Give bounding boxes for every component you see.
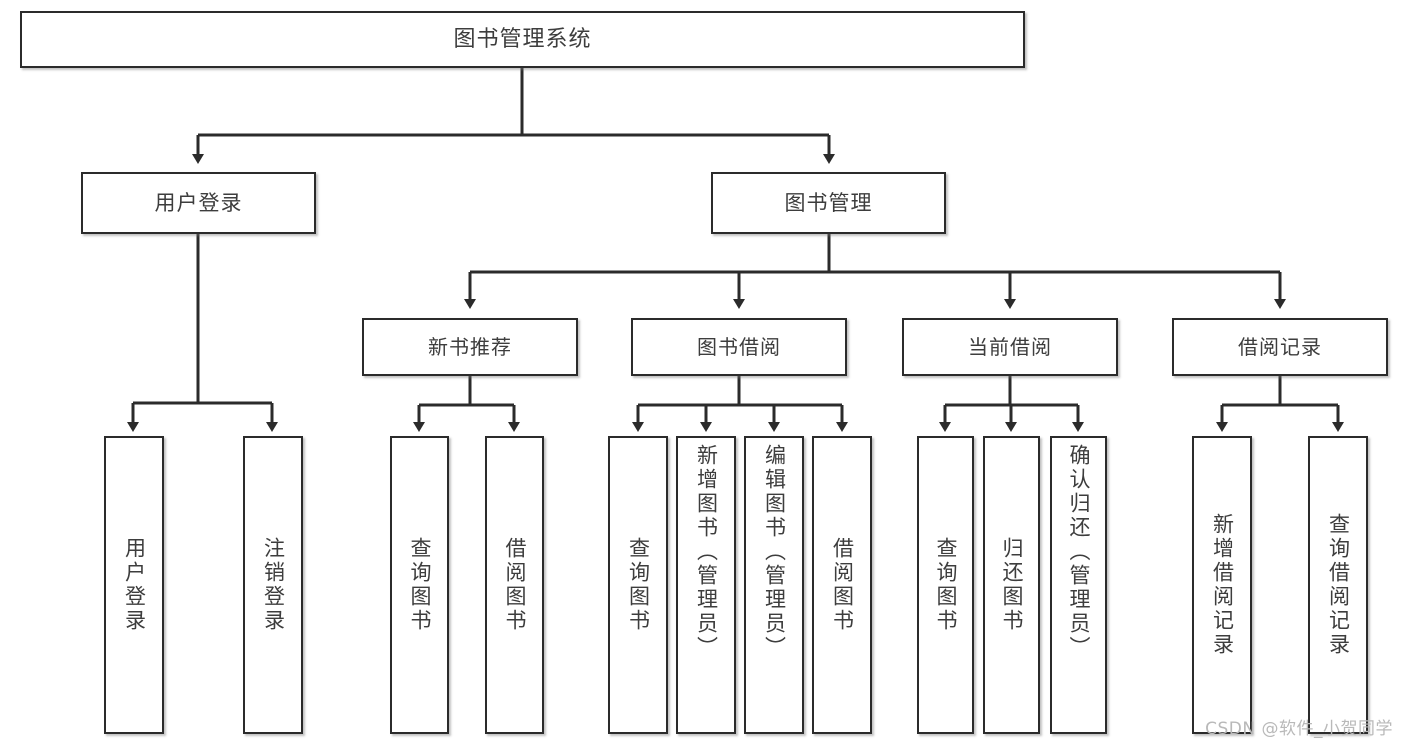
node-book-manage[interactable]: 图书管理 (711, 172, 946, 234)
node-label: 查询图书 (626, 537, 651, 633)
node-label: 查询借阅记录 (1326, 513, 1351, 657)
node-label: 借阅记录 (1238, 334, 1322, 359)
node-leaf-user-logout[interactable]: 注销登录 (243, 436, 303, 734)
node-leaf-add-record[interactable]: 新增借阅记录 (1192, 436, 1252, 734)
node-leaf-borrow-book-1[interactable]: 借阅图书 (485, 436, 544, 734)
node-leaf-query-record[interactable]: 查询借阅记录 (1308, 436, 1368, 734)
node-leaf-add-book[interactable]: 新增图书（管理员） (676, 436, 736, 734)
node-leaf-query-book-2[interactable]: 查询图书 (608, 436, 668, 734)
node-label: 确认归还（管理员） (1067, 444, 1091, 660)
node-label: 图书借阅 (697, 334, 781, 359)
node-label: 新增图书（管理员） (694, 444, 719, 660)
node-label: 查询图书 (934, 537, 958, 633)
node-label: 注销登录 (261, 537, 286, 633)
node-book-borrow[interactable]: 图书借阅 (631, 318, 847, 376)
node-label: 新增借阅记录 (1210, 513, 1235, 657)
node-borrow-record[interactable]: 借阅记录 (1172, 318, 1388, 376)
node-label: 归还图书 (1000, 537, 1024, 633)
node-leaf-confirm-return[interactable]: 确认归还（管理员） (1050, 436, 1107, 734)
watermark-text: CSDN @软件_小贺同学 (1205, 719, 1393, 739)
node-leaf-user-login[interactable]: 用户登录 (104, 436, 164, 734)
node-leaf-borrow-book-2[interactable]: 借阅图书 (812, 436, 872, 734)
node-label: 借阅图书 (503, 537, 527, 633)
node-label: 图书管理 (784, 190, 873, 215)
node-root-system[interactable]: 图书管理系统 (20, 11, 1025, 68)
node-leaf-query-book-1[interactable]: 查询图书 (390, 436, 449, 734)
node-leaf-return-book[interactable]: 归还图书 (983, 436, 1040, 734)
node-label: 用户登录 (154, 190, 243, 215)
node-label: 当前借阅 (968, 334, 1052, 359)
node-label: 图书管理系统 (453, 26, 592, 52)
node-current-borrow[interactable]: 当前借阅 (902, 318, 1118, 376)
node-label: 新书推荐 (428, 334, 512, 359)
node-leaf-query-book-3[interactable]: 查询图书 (917, 436, 974, 734)
node-label: 用户登录 (122, 537, 147, 633)
node-leaf-edit-book[interactable]: 编辑图书（管理员） (744, 436, 804, 734)
node-label: 查询图书 (408, 537, 432, 633)
node-label: 借阅图书 (830, 537, 855, 633)
node-new-book-recommend[interactable]: 新书推荐 (362, 318, 578, 376)
node-label: 编辑图书（管理员） (762, 444, 787, 660)
node-user-login[interactable]: 用户登录 (81, 172, 316, 234)
